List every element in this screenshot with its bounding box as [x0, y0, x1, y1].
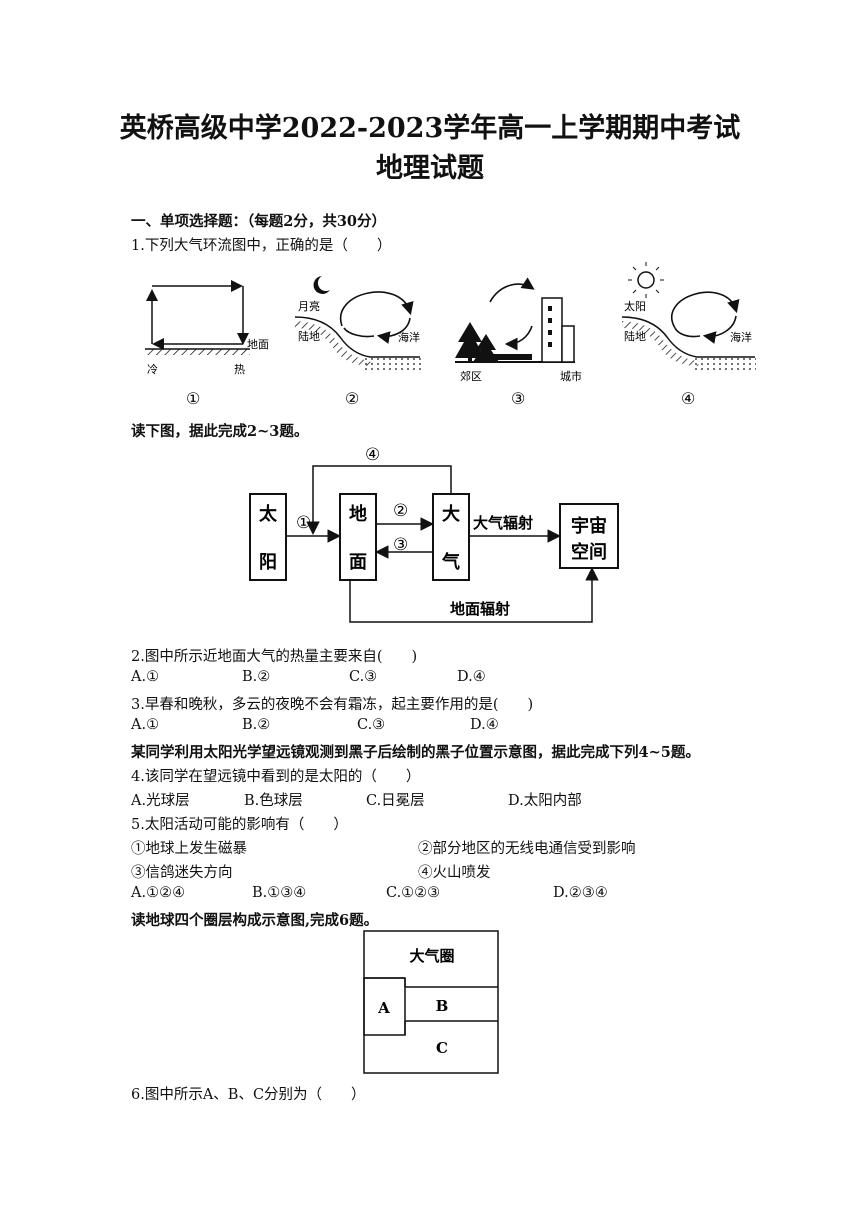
- question-5-stem: 5.太阳活动可能的影响有（ ）: [131, 817, 348, 833]
- q4-option-c: C.日冕层: [366, 793, 425, 809]
- page-title: 英桥高级中学2022-2023学年高一上学期期中考试: [119, 113, 741, 144]
- d4-land-label: 陆地: [624, 329, 646, 343]
- d2-moon-label: 月亮: [298, 299, 320, 313]
- q3-option-b: B.②: [242, 717, 271, 733]
- read-instruction-6: 读地球四个圈层构成示意图,完成6题。: [131, 912, 379, 929]
- atmosphere-radiation-label: 大气辐射: [473, 514, 533, 532]
- page-subtitle: 地理试题: [376, 153, 484, 184]
- read-instruction-2: 读下图，据此完成2~3题。: [131, 423, 309, 440]
- diagram-3: 郊区 城市 ③: [455, 277, 582, 408]
- ground-box: [339, 493, 377, 581]
- q5-item-1: ①地球上发生磁暴: [131, 841, 247, 857]
- section-heading: 一、单项选择题：（每题2分，共30分）: [131, 213, 387, 230]
- d1-cold-label: 冷: [147, 363, 158, 376]
- space-label-2: 空间: [571, 541, 607, 563]
- atmosphere-label-2: 气: [441, 551, 460, 573]
- sun-label-1: 太: [259, 503, 278, 525]
- arrow-4-label: ④: [365, 445, 380, 465]
- diagram-2: 月亮 陆地 海洋 ②: [294, 276, 423, 408]
- d1-hot-label: 热: [234, 363, 245, 376]
- q3-option-d: D.④: [470, 717, 499, 733]
- q5-option-c: C.①②③: [386, 885, 441, 901]
- question-3-stem: 3.早春和晚秋，多云的夜晚不会有霜冻，起主要作用的是( ): [131, 697, 534, 713]
- sphere-c-label: C: [436, 1039, 448, 1057]
- ground-label-1: 地: [349, 503, 367, 525]
- q5-item-4: ④火山喷发: [418, 865, 491, 881]
- q5-option-b: B.①③④: [252, 885, 307, 901]
- q3-option-c: C.③: [357, 717, 386, 733]
- sphere-b-label: B: [436, 997, 449, 1015]
- space-label-1: 宇宙: [571, 515, 607, 537]
- d2-land-label: 陆地: [298, 329, 320, 343]
- question-4-stem: 4.该同学在望远镜中看到的是太阳的（ ）: [131, 769, 421, 785]
- sun-icon: [628, 262, 664, 298]
- read-instruction-4: 某同学利用太阳光学望远镜观测到黑子后绘制的黑子位置示意图，据此完成下列4~5题。: [131, 744, 700, 761]
- heat-transfer-diagram: 太 阳 地 面 大 气 宇宙 空间 ① ② ③ ④ 大气辐射 地面辐射: [249, 445, 619, 623]
- d3-number: ③: [511, 389, 525, 408]
- d4-sea-label: 海洋: [730, 330, 752, 344]
- atmosphere-box: [432, 493, 470, 581]
- sphere-a-label: A: [377, 999, 390, 1017]
- q5-option-d: D.②③④: [553, 885, 608, 901]
- q2-option-c: C.③: [349, 669, 378, 685]
- d2-sea-label: 海洋: [398, 330, 420, 344]
- d3-suburb-label: 郊区: [460, 370, 482, 383]
- atmosphere-label-1: 大: [442, 503, 460, 525]
- d1-ground-label: 地面: [247, 338, 269, 351]
- q2-option-b: B.②: [242, 669, 271, 685]
- question-1-stem: 1.下列大气环流图中，正确的是（ ）: [131, 238, 392, 254]
- sun-box: [249, 493, 287, 581]
- q1-circulation-figure: 地面 冷 热 ① 月亮 陆地 海洋 ② 郊区 城市 ③: [145, 262, 756, 408]
- q2-option-d: D.④: [457, 669, 486, 685]
- q3-option-a: A.①: [131, 717, 160, 733]
- q2-option-a: A.①: [131, 669, 160, 685]
- d4-sun-label: 太阳: [624, 300, 646, 313]
- moon-icon: [313, 276, 330, 294]
- space-box: [559, 503, 619, 569]
- arrow-2-label: ②: [393, 501, 408, 521]
- question-6-stem: 6.图中所示A、B、C分别为（ ）: [131, 1087, 366, 1103]
- d3-city-label: 城市: [560, 369, 582, 383]
- d1-number: ①: [186, 389, 200, 408]
- d4-number: ④: [681, 389, 695, 408]
- earth-spheres-diagram: 大气圈 A B C: [363, 930, 499, 1074]
- arrow-3-label: ③: [393, 535, 408, 555]
- q4-option-b: B.色球层: [244, 793, 303, 809]
- diagram-1: 地面 冷 热 ①: [145, 280, 269, 408]
- q4-option-d: D.太阳内部: [508, 793, 582, 809]
- question-2-stem: 2.图中所示近地面大气的热量主要来自( ): [131, 649, 418, 665]
- sun-label-2: 阳: [259, 552, 277, 573]
- q5-item-3: ③信鸽迷失方向: [131, 865, 233, 881]
- arrow-1-label: ①: [296, 513, 311, 533]
- d2-number: ②: [345, 389, 359, 408]
- ground-radiation-label: 地面辐射: [450, 600, 510, 618]
- q4-option-a: A.光球层: [131, 793, 190, 809]
- atmosphere-label: 大气圈: [409, 947, 454, 965]
- diagram-4: 太阳 陆地 海洋 ④: [621, 262, 756, 408]
- q5-option-a: A.①②④: [131, 885, 186, 901]
- ground-label-2: 面: [349, 552, 367, 573]
- q5-item-2: ②部分地区的无线电通信受到影响: [418, 841, 636, 857]
